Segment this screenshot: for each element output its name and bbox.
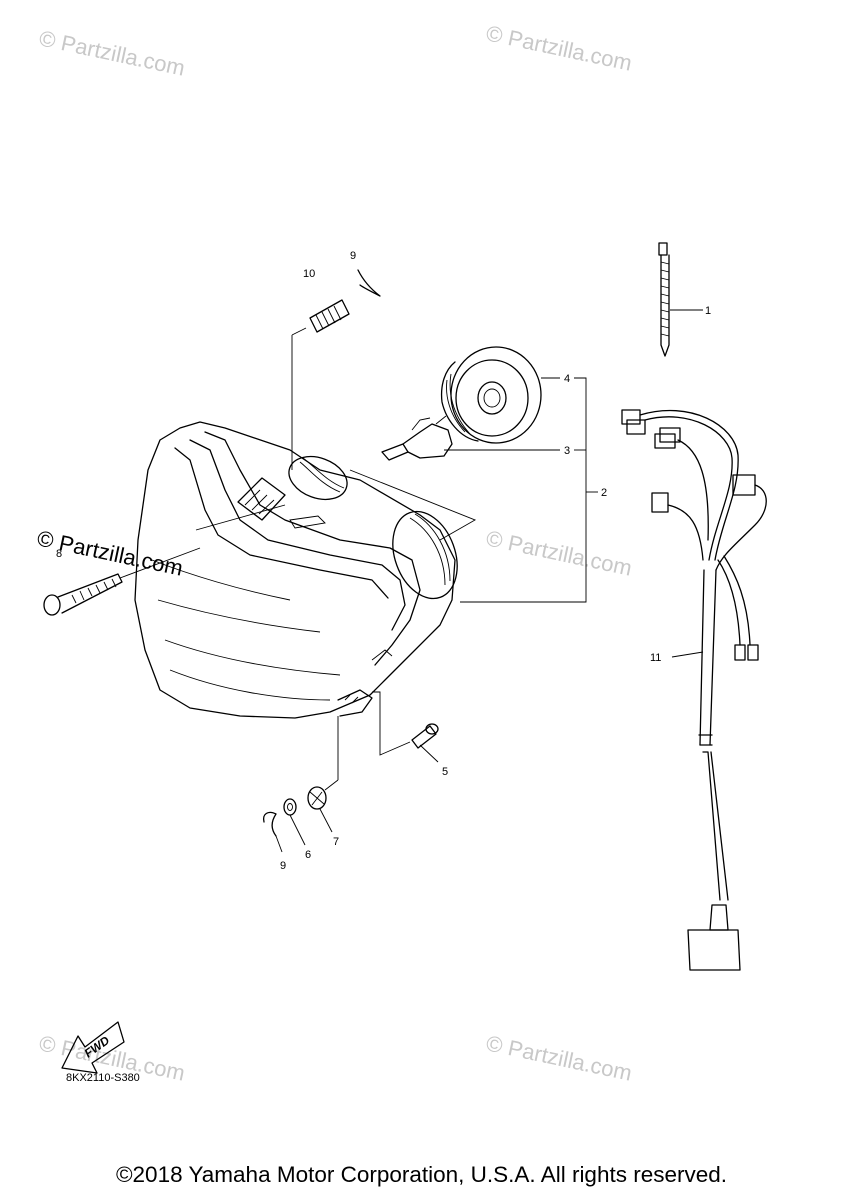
- assembly-bracket: [460, 377, 598, 603]
- callout-1: 1: [705, 305, 711, 317]
- diagram-code: 8KX2110-S380: [66, 1072, 140, 1084]
- cable-tie-part: [658, 242, 703, 357]
- watermark: © Partzilla.com: [484, 20, 634, 75]
- callout-9-bottom: 9: [280, 860, 286, 872]
- watermark: © Partzilla.com: [484, 525, 634, 580]
- callout-9-top: 9: [350, 250, 356, 262]
- spring-part: [291, 299, 350, 470]
- callout-2: 2: [601, 487, 607, 499]
- watermark: © Partzilla.com: [484, 1030, 634, 1085]
- wire-harness-part: [621, 409, 767, 971]
- callouts: 1 2 3 4 5 6 7 8 9 9 10 11: [56, 250, 711, 872]
- callout-4: 4: [564, 373, 570, 385]
- callout-11: 11: [650, 652, 661, 664]
- nut-washer-parts: [283, 716, 339, 846]
- bulb-part: [381, 415, 560, 461]
- callout-5: 5: [442, 766, 448, 778]
- clip-part-bottom: [262, 811, 283, 853]
- headlight-assembly: [134, 421, 477, 719]
- callout-6: 6: [305, 849, 311, 861]
- copyright-notice: ©2018 Yamaha Motor Corporation, U.S.A. A…: [115, 1162, 728, 1187]
- clip-part-top: [357, 269, 381, 297]
- callout-3: 3: [564, 445, 570, 457]
- watermark: © Partzilla.com: [37, 25, 187, 80]
- watermarks: © Partzilla.com © Partzilla.com © Partzi…: [35, 20, 634, 1085]
- bolt-part: [372, 691, 439, 763]
- screw-part: [43, 547, 201, 616]
- callout-8: 8: [56, 548, 62, 560]
- callout-10: 10: [303, 268, 315, 280]
- bulb-cover-part: [440, 346, 560, 444]
- callout-7: 7: [333, 836, 339, 848]
